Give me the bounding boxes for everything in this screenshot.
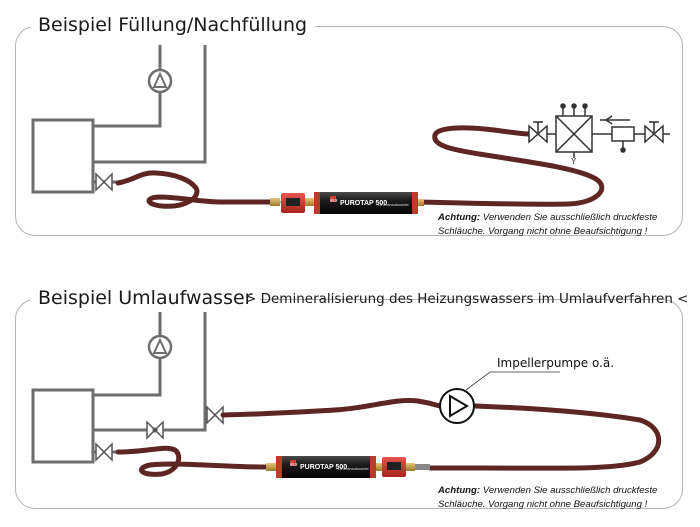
panel-circulation	[15, 299, 683, 509]
cartridge-2-tag: 1,2 Ionenaustauscher	[338, 467, 370, 471]
impeller-pump	[439, 388, 475, 424]
valve-symbol-1	[95, 172, 113, 192]
valve-symbol-2a	[146, 420, 164, 440]
warning-note-2-text: Verwenden Sie ausschließlich druckfeste …	[438, 485, 658, 510]
hose-1-inlet	[115, 170, 281, 209]
cartridge-1-tag: 1,2 Ionenaustauscher	[378, 203, 410, 207]
panel-circulation-subtitle: > Demineralisierung des Heizungswassers …	[245, 291, 689, 307]
purotap-cartridge-2	[276, 456, 376, 478]
supply-assembly	[528, 103, 670, 158]
fitting-2a	[266, 463, 276, 471]
cartridge-1-logo: ELS	[331, 199, 338, 203]
fitting-1a	[270, 198, 280, 206]
panel-filling	[15, 26, 683, 236]
fitting-2b	[376, 463, 382, 471]
warning-note-1: Achtung: Verwenden Sie ausschließlich dr…	[438, 211, 678, 239]
fitting-2d	[415, 464, 430, 470]
conductivity-meter-1	[281, 193, 305, 213]
hose-2-return	[115, 445, 268, 477]
warning-note-2-label: Achtung:	[438, 485, 481, 496]
circulation-pump-symbol-2	[147, 334, 173, 360]
impeller-pump-label: Impellerpumpe o.ä.	[497, 356, 615, 370]
hose-2-pump-out	[427, 403, 662, 471]
fitting-2c	[406, 463, 415, 471]
hose-2-supply	[220, 397, 443, 418]
fitting-1b	[305, 198, 314, 206]
circulation-pump-symbol-1	[147, 68, 173, 94]
panel-filling-title: Beispiel Füllung/Nachfüllung	[30, 14, 316, 36]
panel-circulation-title: Beispiel Umlaufwasser	[30, 287, 261, 309]
valve-symbol-2c	[95, 442, 113, 462]
warning-note-2: Achtung: Verwenden Sie ausschließlich dr…	[438, 484, 678, 512]
pump-callout-leader	[465, 371, 560, 391]
fitting-1c	[418, 199, 424, 206]
purotap-cartridge-1	[314, 192, 418, 214]
conductivity-meter-2	[382, 457, 406, 477]
warning-note-1-label: Achtung:	[438, 212, 481, 223]
pipe-network-1	[93, 45, 207, 184]
boiler-unit-2	[31, 388, 95, 464]
cartridge-1-brand: PUROTAP 500	[340, 200, 387, 207]
cartridge-2-brand: PUROTAP 500	[300, 464, 347, 471]
backflow-preventer-icon	[611, 126, 635, 142]
cartridge-2-logo: ELS	[291, 463, 298, 467]
hose-1-outlet	[417, 125, 605, 207]
drain-y-label: Y	[571, 157, 577, 166]
boiler-unit-1	[31, 118, 95, 194]
warning-note-1-text: Verwenden Sie ausschließlich druckfeste …	[438, 212, 658, 237]
